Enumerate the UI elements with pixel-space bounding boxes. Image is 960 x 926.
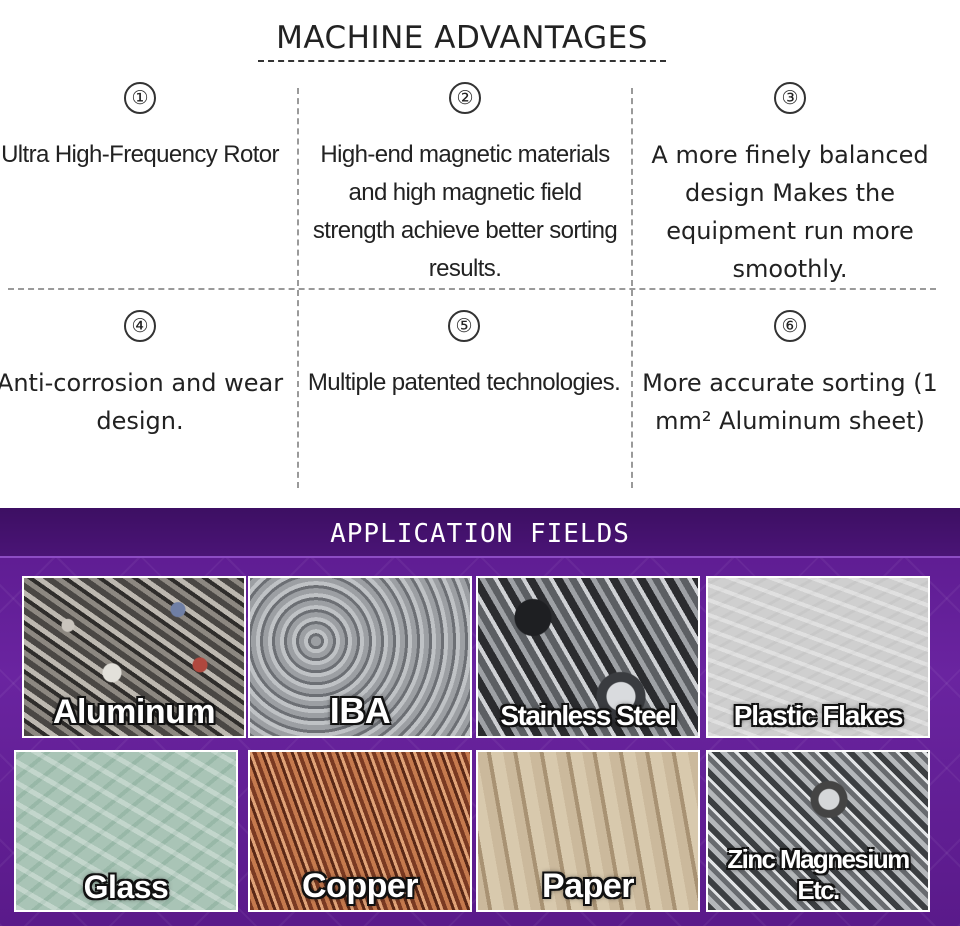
advantage-text: Ultra High-Frequency Rotor bbox=[1, 141, 279, 168]
advantage-number: ⑥ bbox=[774, 310, 806, 342]
application-fields-banner: APPLICATION FIELDS bbox=[0, 508, 960, 558]
field-label: Stainless Steel bbox=[500, 700, 677, 731]
advantage-number: ① bbox=[124, 82, 156, 114]
advantage-item-6: ⑥ More accurate sorting (1 mm² Aluminum … bbox=[634, 306, 946, 516]
advantage-item-2: ② High-end magnetic materials and high m… bbox=[302, 78, 628, 288]
advantages-grid: ① Ultra High-Frequency Rotor ② High-end … bbox=[0, 78, 960, 498]
field-label: Aluminum bbox=[52, 693, 216, 731]
advantage-item-5: ⑤ Multiple patented technologies. bbox=[298, 306, 630, 516]
advantage-text: A more finely balanced design Makes the … bbox=[651, 141, 929, 283]
field-tile-paper: Paper bbox=[476, 750, 700, 912]
field-tile-aluminum: Aluminum bbox=[22, 576, 246, 738]
field-label: Zinc Magnesium Etc. bbox=[727, 844, 910, 905]
advantage-number: ③ bbox=[774, 82, 806, 114]
application-fields-title: APPLICATION FIELDS bbox=[330, 519, 630, 549]
field-tile-glass: Glass bbox=[14, 750, 238, 912]
field-label: Paper bbox=[542, 867, 635, 905]
field-label: Glass bbox=[83, 869, 169, 905]
advantage-text: Multiple patented technologies. bbox=[307, 369, 621, 396]
field-label: Plastic Flakes bbox=[733, 700, 904, 731]
field-label: IBA bbox=[329, 690, 391, 731]
field-tile-copper: Copper bbox=[248, 750, 472, 912]
advantage-text: More accurate sorting (1 mm² Aluminum sh… bbox=[642, 369, 938, 435]
machine-advantages-title: MACHINE ADVANTAGES bbox=[258, 18, 666, 62]
grid-divider-horizontal bbox=[8, 288, 936, 290]
advantage-text: Anti-corrosion and wear design. bbox=[0, 369, 284, 435]
advantage-number: ② bbox=[449, 82, 481, 114]
application-fields-section: APPLICATION FIELDS Aluminum IBA Stainles… bbox=[0, 508, 960, 926]
field-tile-zinc-magnesium: Zinc Magnesium Etc. bbox=[706, 750, 930, 912]
field-tile-iba: IBA bbox=[248, 576, 472, 738]
advantage-item-1: ① Ultra High-Frequency Rotor bbox=[0, 78, 300, 288]
field-label: Copper bbox=[302, 867, 419, 905]
advantage-item-4: ④ Anti-corrosion and wear design. bbox=[0, 306, 290, 516]
advantage-number: ④ bbox=[124, 310, 156, 342]
advantage-item-3: ③ A more finely balanced design Makes th… bbox=[634, 78, 946, 288]
field-tile-plastic-flakes: Plastic Flakes bbox=[706, 576, 930, 738]
advantage-number: ⑤ bbox=[448, 310, 480, 342]
machine-advantages-section: MACHINE ADVANTAGES ① Ultra High-Frequenc… bbox=[0, 18, 960, 498]
field-tile-stainless-steel: Stainless Steel bbox=[476, 576, 700, 738]
advantage-text: High-end magnetic materials and high mag… bbox=[312, 141, 618, 282]
